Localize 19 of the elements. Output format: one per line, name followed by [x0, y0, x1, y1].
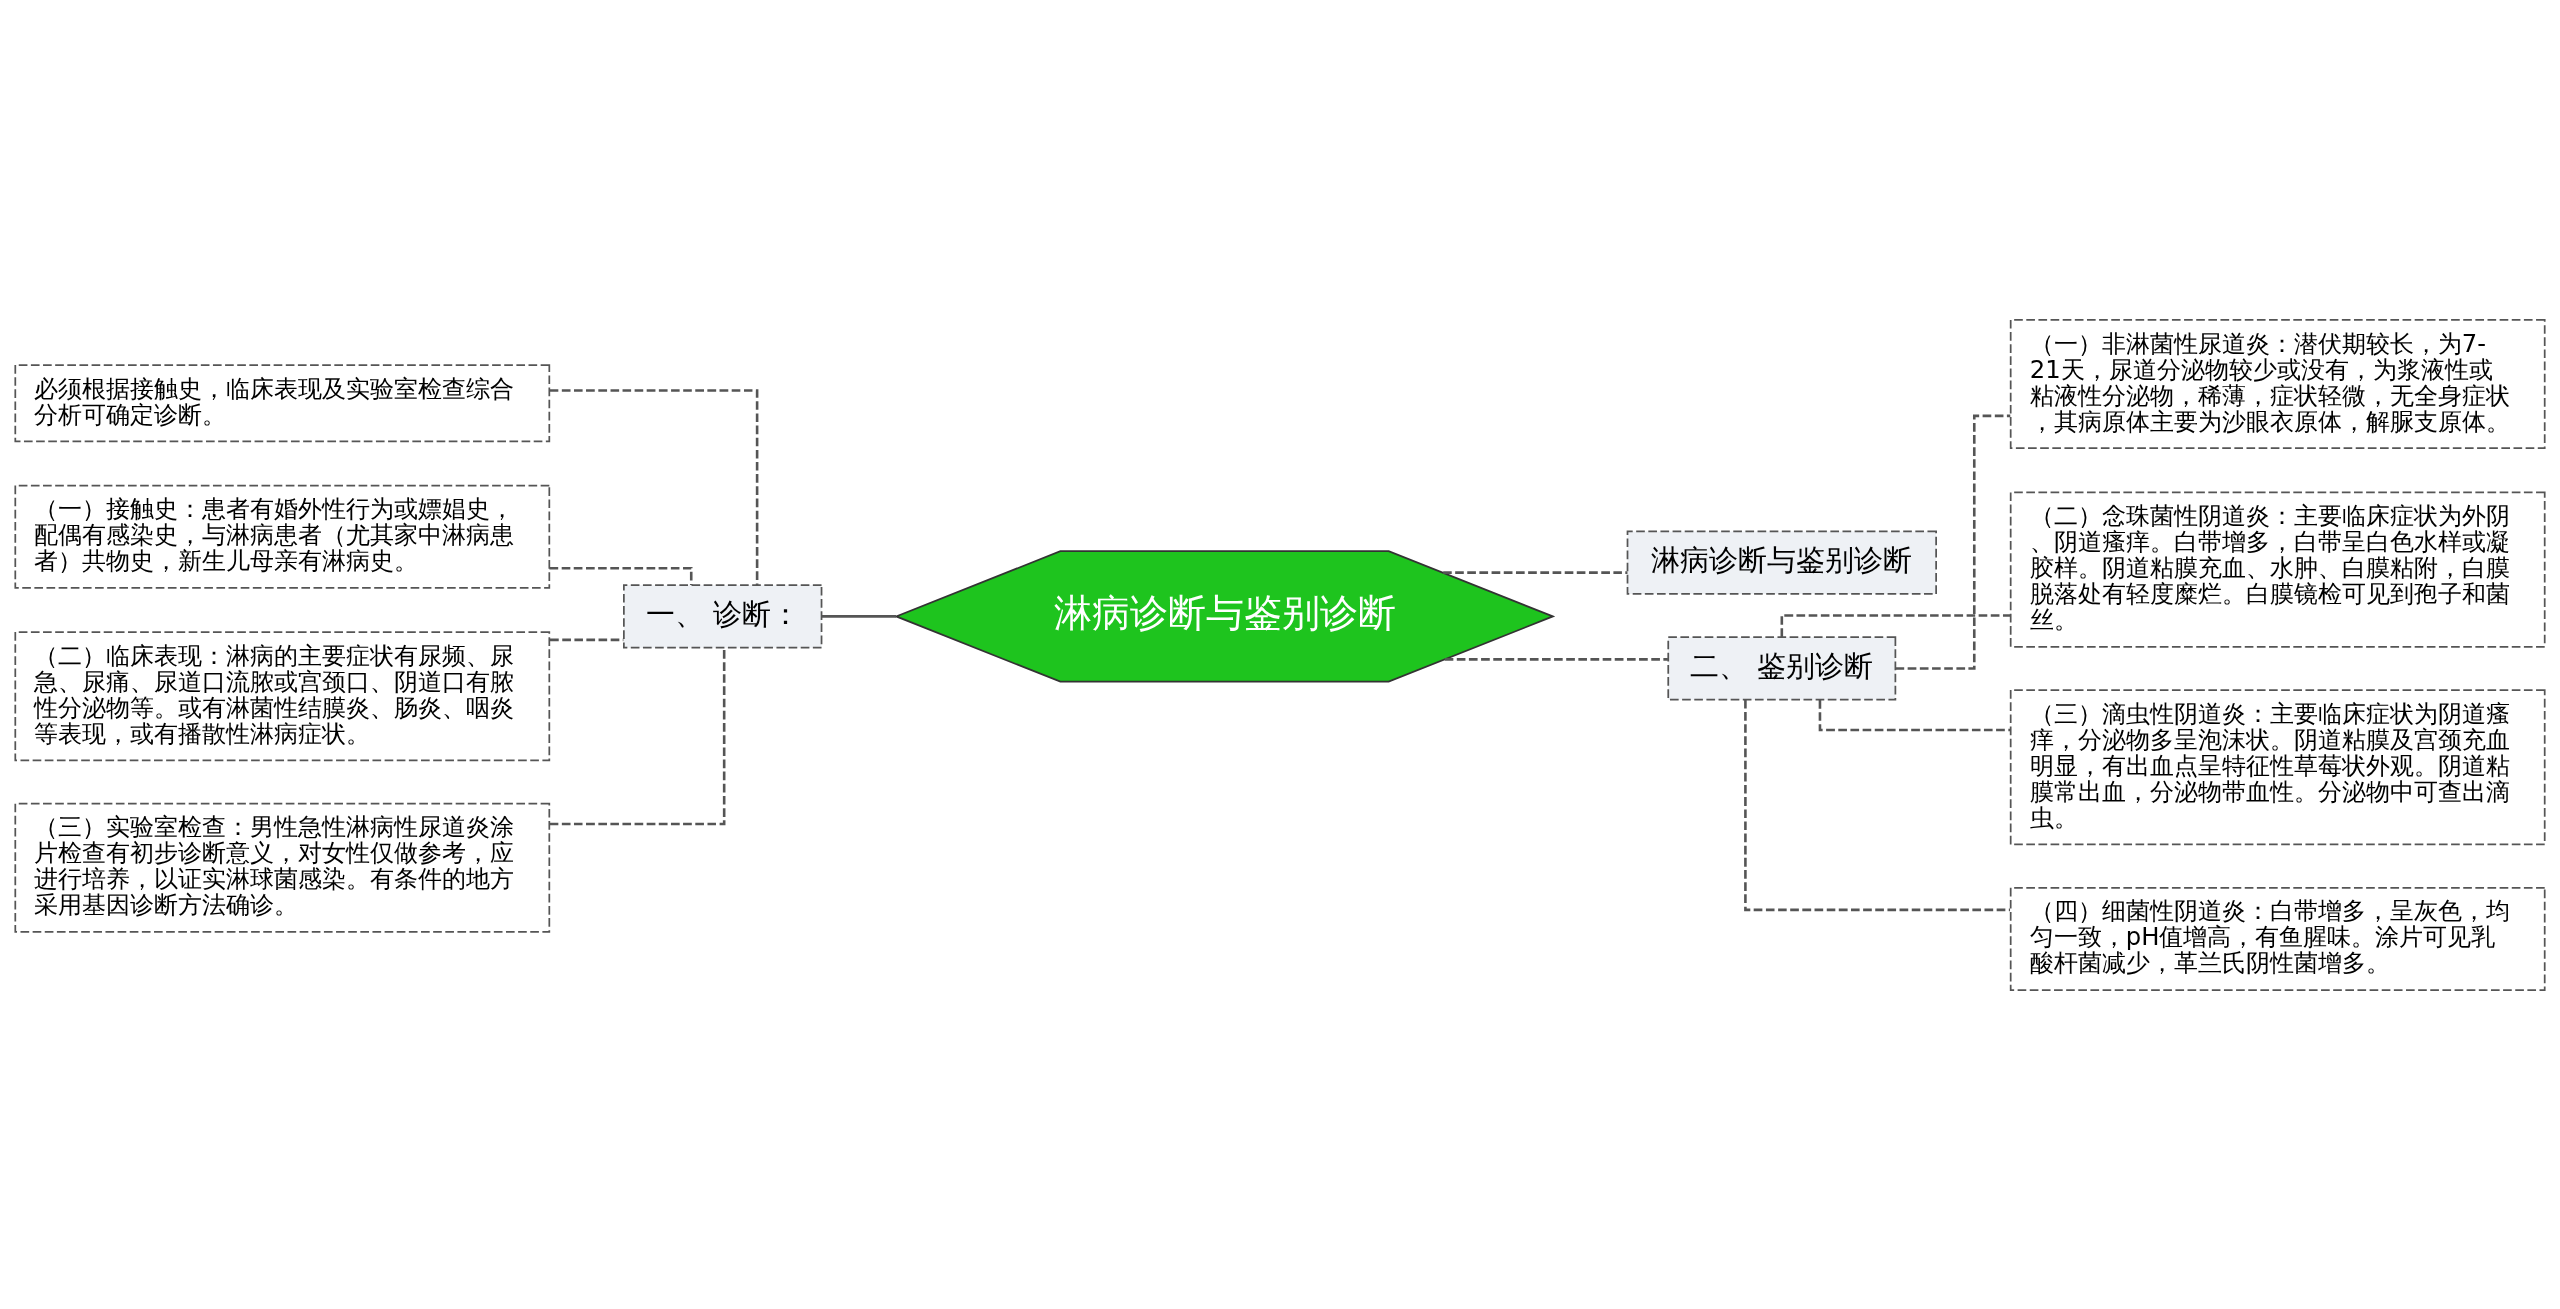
connector [1444, 657, 1668, 661]
node-box: 必须根据接触史，临床表现及实验室检查综合分析可确定诊断。 [14, 363, 551, 442]
connector [549, 647, 726, 825]
node-box: （一）非淋菌性尿道炎：潜伏期较长，为7-21天，尿道分泌物较少或没有，为浆液性或粘液性分泌物，稀薄，症状轻微，无全身症状，其病原体主要为沙眼衣原体，解脲支原体。 [2009, 318, 2546, 449]
connector [821, 614, 897, 618]
node-box: （三）实验室检查：男性急性淋病性尿道炎涂片检查有初步诊断意义，对女性仅做参考，应进行培养，以证实淋球菌感染。有条件的地方采用基因诊断方法确诊。 [14, 802, 551, 933]
node-box: 淋病诊断与鉴别诊断 [1626, 530, 1937, 595]
node-box: 一、 诊断： [623, 583, 823, 648]
connector [1443, 570, 1628, 574]
connector [1744, 699, 2010, 911]
node-box: （一）接触史：患者有婚外性行为或嫖娼史，配偶有感染史，与淋病患者（尤其家中淋病患者）共物史，新生儿母亲有淋病史。 [14, 484, 551, 589]
connector [549, 388, 759, 585]
connector [1895, 414, 2011, 670]
node-box: （三）滴虫性阴道炎：主要临床症状为阴道瘙痒，分泌物多呈泡沫状。阴道粘膜及宫颈充血明显，有出血点呈特征性草莓状外观。阴道粘膜常出血，分泌物带血性。分泌物中可查出滴虫。 [2009, 688, 2546, 845]
node-box: （二）念珠菌性阴道炎：主要临床症状为外阴、阴道瘙痒。白带增多，白带呈白色水样或凝胶样。阴道粘膜充血、水肿、白膜粘附，白膜脱落处有轻度糜烂。白膜镜检可见到孢子和菌丝。 [2009, 491, 2546, 648]
connector [549, 566, 693, 585]
node-box: 二、 鉴别诊断 [1667, 635, 1897, 700]
node-box: （二）临床表现：淋病的主要症状有尿频、尿急、尿痛、尿道口流脓或宫颈口、阴道口有脓性分泌物等。或有淋菌性结膜炎、肠炎、咽炎等表现，或有播散性淋病症状。 [14, 630, 551, 761]
node-box: （四）细菌性阴道炎：白带增多，呈灰色，均匀一致，pH值增高，有鱼腥味。涂片可见乳酸杆菌减少，革兰氏阴性菌增多。 [2009, 886, 2546, 991]
